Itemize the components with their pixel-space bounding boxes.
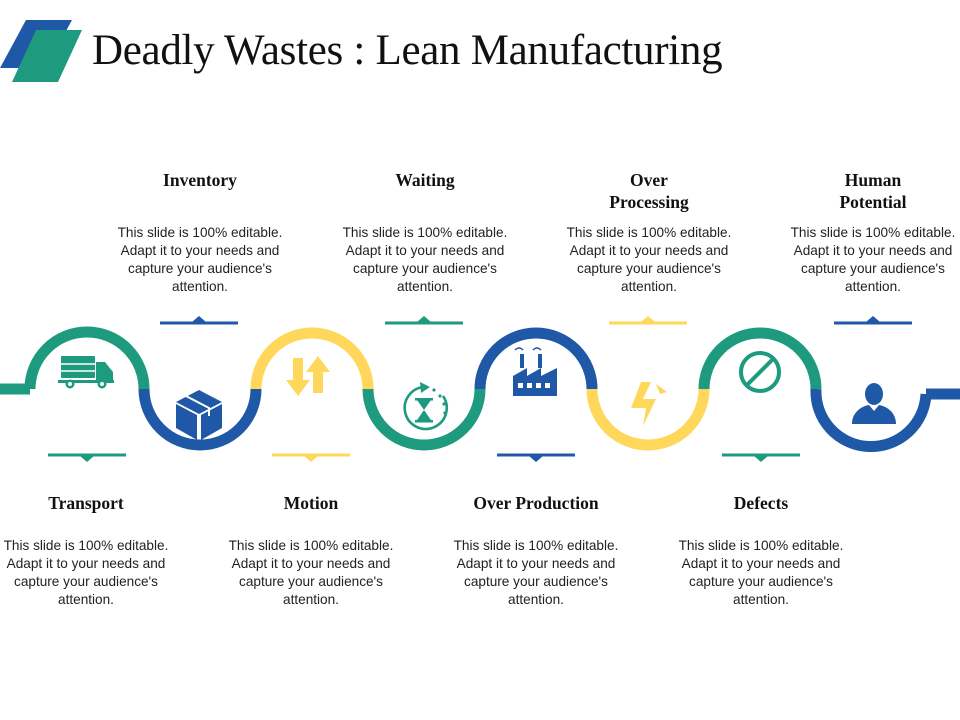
lightning-icon xyxy=(631,382,667,426)
page-title: Deadly Wastes : Lean Manufacturing xyxy=(92,27,723,74)
marker-waiting xyxy=(385,316,463,325)
step-title-motion: Motion xyxy=(283,493,339,513)
wave-arch-human-potential xyxy=(810,388,932,452)
step-desc-human-potential: This slide is 100% editable. Adapt it to… xyxy=(790,225,956,294)
step-desc-over-production: This slide is 100% editable. Adapt it to… xyxy=(453,538,619,607)
truck-icon xyxy=(58,356,114,389)
step-desc-defects: This slide is 100% editable. Adapt it to… xyxy=(678,538,844,607)
wave-arch-waiting xyxy=(362,388,486,451)
factory-icon xyxy=(513,347,557,396)
step-title-transport: Transport xyxy=(48,493,124,513)
marker-human-potential xyxy=(834,316,912,325)
step-title-over-production: Over Production xyxy=(473,493,599,513)
step-desc-transport: This slide is 100% editable. Adapt it to… xyxy=(3,538,169,607)
marker-over-processing xyxy=(609,316,687,325)
marker-inventory xyxy=(160,316,238,325)
step-desc-waiting: This slide is 100% editable. Adapt it to… xyxy=(342,225,508,294)
step-title-defects: Defects xyxy=(733,493,789,513)
step-title-waiting: Waiting xyxy=(395,170,455,190)
wave-arch-motion xyxy=(250,327,374,390)
prohibited-icon xyxy=(739,351,781,393)
marker-over-production xyxy=(497,453,575,462)
marker-defects xyxy=(722,453,800,462)
wave-arch-inventory xyxy=(138,388,262,451)
up-down-arrows-icon xyxy=(286,356,330,396)
marker-transport xyxy=(48,453,126,462)
step-title-human-potential: Human Potential xyxy=(839,170,907,212)
title-accent-parallelograms xyxy=(0,20,82,82)
person-icon xyxy=(852,383,896,424)
step-title-inventory: Inventory xyxy=(163,170,237,190)
step-title-over-processing: Over Processing xyxy=(609,170,689,212)
wave-arch-defects xyxy=(698,327,822,390)
wave-arch-transport xyxy=(24,326,150,390)
box-icon xyxy=(176,390,222,440)
marker-motion xyxy=(272,453,350,462)
wave-arch-over-production xyxy=(474,327,598,390)
wave-arch-over-processing xyxy=(586,388,710,451)
step-desc-inventory: This slide is 100% editable. Adapt it to… xyxy=(117,225,283,294)
step-desc-over-processing: This slide is 100% editable. Adapt it to… xyxy=(566,225,732,294)
step-desc-motion: This slide is 100% editable. Adapt it to… xyxy=(228,538,394,607)
hourglass-cycle-icon xyxy=(403,382,448,431)
